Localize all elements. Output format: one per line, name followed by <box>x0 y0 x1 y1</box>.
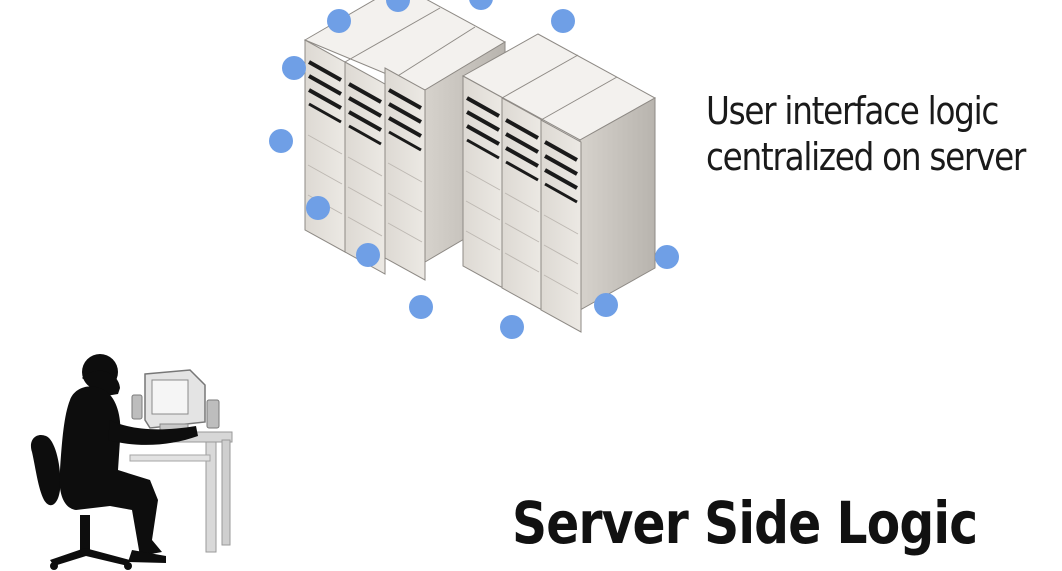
caption-line-1: User interface logic <box>706 89 999 133</box>
server-rack-right-icon <box>461 33 657 334</box>
caption-line-2: centralized on server <box>706 135 1026 179</box>
connection-dot-icon <box>409 295 433 319</box>
connection-dot-icon <box>269 129 293 153</box>
connection-dot-icon <box>469 0 493 10</box>
slide-title: Server Side Logic <box>512 489 978 557</box>
connection-dot-icon <box>282 56 306 80</box>
caption: User interface logic centralized on serv… <box>706 88 1026 180</box>
connection-dot-icon <box>356 243 380 267</box>
connection-dot-icon <box>655 245 679 269</box>
connection-dot-icon <box>551 9 575 33</box>
connection-dot-icon <box>500 315 524 339</box>
connection-dot-icon <box>306 196 330 220</box>
connection-dots <box>269 0 679 339</box>
connection-dot-icon <box>386 0 410 12</box>
user-at-computer-icon <box>30 354 233 570</box>
connection-dot-icon <box>327 9 351 33</box>
connection-dot-icon <box>594 293 618 317</box>
